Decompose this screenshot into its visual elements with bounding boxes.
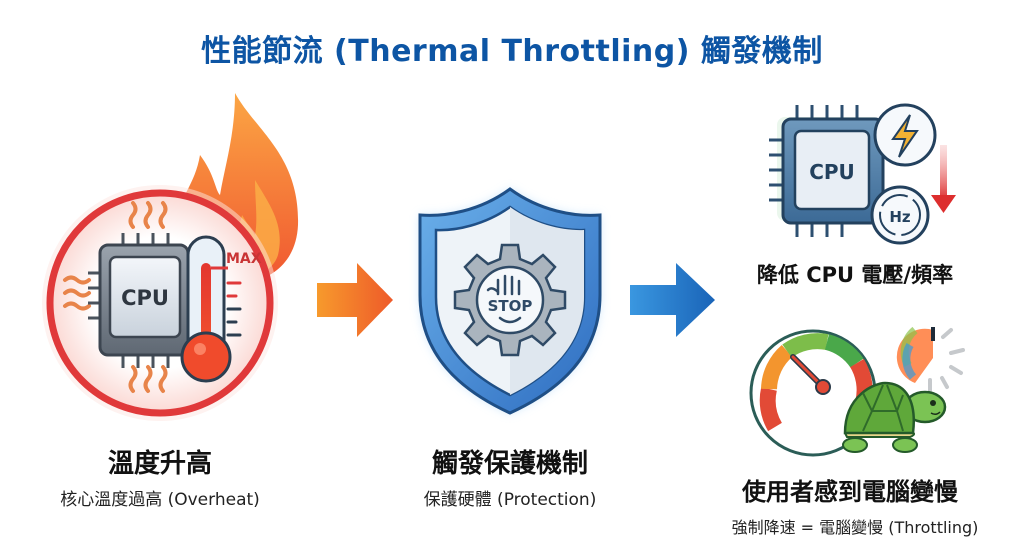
arrow-right-blue-icon (630, 263, 715, 337)
result-reduce-cpu: CPU Hz (755, 95, 965, 255)
cpu-voltage-frequency-down-icon: CPU Hz (769, 103, 956, 245)
step-overheat-heading: 溫度升高 (107, 449, 212, 479)
step-protection-subtitle: 保護硬體 (Protection) (423, 490, 597, 510)
svg-text:CPU: CPU (121, 286, 169, 310)
step-protection-heading: 觸發保護機制 (431, 449, 588, 479)
shield-gear-stop-icon: STOP (418, 187, 602, 415)
arrow-right-orange-icon (317, 263, 393, 337)
result-reduce-cpu-heading: 降低 CPU 電壓/頻率 (756, 263, 954, 287)
step-protection: STOP (400, 175, 620, 425)
result-slow-pc-subtitle: 強制降速 = 電腦變慢 (Throttling) (731, 518, 979, 537)
speedometer-turtle-spinner-icon (749, 326, 965, 457)
step-overheat: CPU MAX (30, 85, 330, 430)
result-slow-pc-heading: 使用者感到電腦變慢 (742, 478, 958, 506)
step-overheat-subtitle: 核心溫度過高 (Overheat) (60, 490, 260, 510)
svg-text:CPU: CPU (809, 160, 855, 184)
svg-text:Hz: Hz (889, 208, 911, 226)
svg-text:STOP: STOP (488, 297, 533, 315)
svg-text:MAX: MAX (226, 251, 262, 267)
cpu-thermometer-fire-icon: CPU MAX (42, 93, 299, 421)
result-slow-pc (745, 315, 980, 460)
page-title: 性能節流 (Thermal Throttling) 觸發機制 (201, 34, 823, 69)
